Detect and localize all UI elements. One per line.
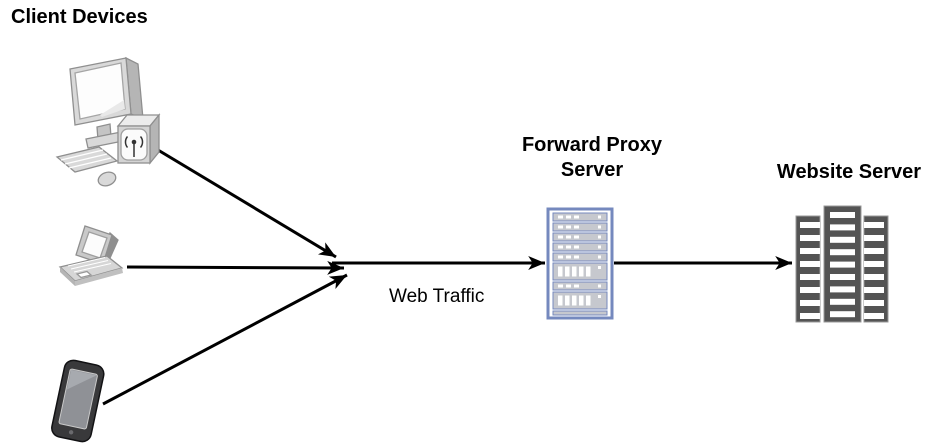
- laptop-touchpad: [75, 270, 93, 279]
- tower-right: [863, 215, 889, 323]
- laptop-icon: [58, 225, 124, 286]
- client-devices-label: Client Devices: [11, 6, 148, 28]
- screen-glare: [100, 100, 125, 117]
- forward-proxy-label-line2: Server: [560, 159, 624, 181]
- rack-slot: [552, 242, 608, 252]
- forward-proxy-label-line1: Forward Proxy: [521, 134, 663, 156]
- antenna-icon: [124, 136, 144, 157]
- keyboard: [55, 146, 119, 173]
- phone-home-button: [68, 430, 74, 435]
- forward-proxy-server-label: Forward Proxy Server: [492, 133, 692, 183]
- rack-slot: [552, 252, 608, 262]
- rack-slot: [552, 310, 608, 316]
- arrow-desktop-to-junction: [157, 148, 337, 259]
- arrow-laptop-to-junction: [126, 260, 345, 275]
- rack-slot: [552, 222, 608, 232]
- forward-proxy-server-icon: [546, 207, 614, 320]
- phone-screen-glare: [66, 369, 97, 390]
- arrow-smartphone-to-junction: [102, 273, 348, 406]
- website-server-icon: [795, 205, 889, 323]
- web-traffic-label: Web Traffic: [389, 286, 485, 307]
- rack-slot: [552, 281, 608, 291]
- laptop-base-front: [60, 267, 75, 286]
- rack-slot: [552, 212, 608, 222]
- mouse: [97, 171, 117, 187]
- smartphone-icon: [51, 359, 105, 443]
- laptop-base-front-right: [75, 268, 123, 286]
- website-server-label: Website Server: [776, 161, 922, 183]
- tower-left: [795, 215, 821, 323]
- rack-slot: [552, 232, 608, 242]
- desktop-computer-icon: [55, 56, 161, 187]
